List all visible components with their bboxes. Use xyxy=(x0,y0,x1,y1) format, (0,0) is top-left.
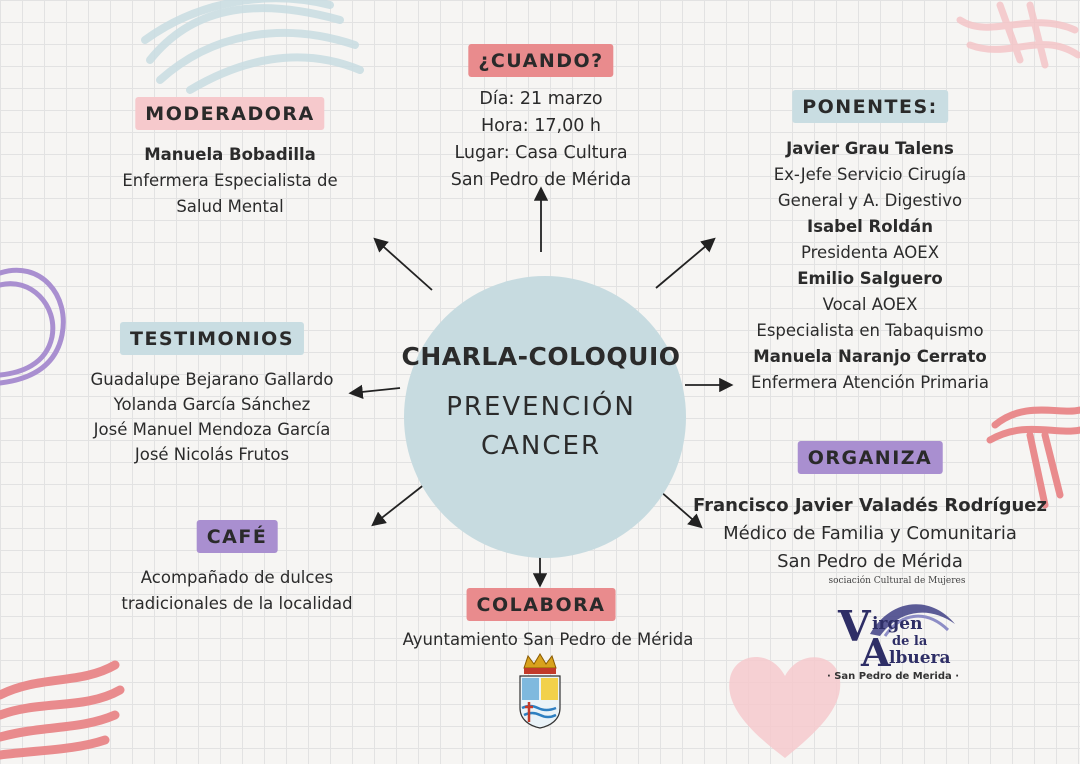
cuando-line: Hora: 17,00 h xyxy=(480,116,601,136)
logo-swoosh-icon xyxy=(870,604,955,637)
logo-lbuera-text: lbuera xyxy=(889,648,951,668)
red-scribble-right xyxy=(986,406,1080,509)
blue-scribble-decoration xyxy=(141,0,364,94)
red-scribble-bottom-left xyxy=(0,660,125,760)
ponente-name: Manuela Naranjo Cerrato xyxy=(753,347,987,366)
event-title: CHARLA-COLOQUIO xyxy=(401,342,681,371)
logo-a-letter: A xyxy=(861,630,891,675)
organiza-label: ORGANIZA xyxy=(797,441,943,474)
purple-scribble-left xyxy=(0,267,66,386)
heart-icon xyxy=(729,657,841,758)
logo-de-la-text: de la xyxy=(892,634,928,649)
testimonios-label: TESTIMONIOS xyxy=(119,322,305,355)
ponentes-label: PONENTES: xyxy=(792,90,948,123)
ponente-role: General y A. Digestivo xyxy=(777,191,963,210)
event-subtitle-line1: PREVENCIÓN xyxy=(446,392,636,422)
moderadora-label: MODERADORA xyxy=(135,97,325,130)
ponente-role: Ex-Jefe Servicio Cirugía xyxy=(773,165,967,184)
logo-place-text: · San Pedro de Merida · xyxy=(826,671,960,682)
colabora-label: COLABORA xyxy=(466,588,616,621)
moderadora-line: Enfermera Especialista de xyxy=(122,171,338,190)
organiza-name: Francisco Javier Valadés Rodríguez xyxy=(693,495,1047,516)
cuando-label: ¿CUANDO? xyxy=(468,44,614,77)
testimonio-name: Guadalupe Bejarano Gallardo xyxy=(90,370,334,389)
center-circle xyxy=(404,276,686,558)
coat-of-arms-icon xyxy=(519,653,561,729)
moderadora-line: Salud Mental xyxy=(176,197,284,216)
testimonio-name: José Nicolás Frutos xyxy=(134,445,290,464)
cafe-label: CAFÉ xyxy=(196,520,278,553)
ponente-name: Emilio Salguero xyxy=(797,269,943,288)
organiza-line: Médico de Familia y Comunitaria xyxy=(723,523,1017,544)
ponente-role: Especialista en Tabaquismo xyxy=(756,321,984,340)
colabora-text: Ayuntamiento San Pedro de Mérida xyxy=(402,630,694,649)
cafe-line: tradicionales de la localidad xyxy=(121,594,353,613)
cuando-line: Día: 21 marzo xyxy=(479,89,603,109)
logo-v-letter: V xyxy=(838,602,871,651)
cuando-details: Día: 21 marzo Hora: 17,00 h Lugar: Casa … xyxy=(451,86,632,194)
moderadora-name: Manuela Bobadilla xyxy=(144,145,316,164)
testimonio-name: Yolanda García Sánchez xyxy=(113,395,311,414)
moderadora-details: Manuela Bobadilla Enfermera Especialista… xyxy=(122,142,337,220)
pink-scribble-top-right xyxy=(956,1,1080,69)
ponente-name: Isabel Roldán xyxy=(807,217,933,236)
testimonios-list: Guadalupe Bejarano Gallardo Yolanda Garc… xyxy=(91,367,334,467)
logo-caption: sociación Cultural de Mujeres xyxy=(828,576,966,586)
ponente-role: Vocal AOEX xyxy=(822,295,918,314)
organiza-details: Francisco Javier Valadés Rodríguez Médic… xyxy=(693,492,1047,576)
ponente-role: Enfermera Atención Primaria xyxy=(751,373,989,392)
ponente-role: Presidenta AOEX xyxy=(800,243,940,262)
cafe-details: Acompañado de dulces tradicionales de la… xyxy=(121,565,352,617)
logo-irgen-text: irgen xyxy=(872,614,923,634)
ponentes-details: Javier Grau Talens Ex-Jefe Servicio Ciru… xyxy=(751,136,989,396)
cuando-line: Lugar: Casa Cultura xyxy=(454,143,628,163)
ponente-name: Javier Grau Talens xyxy=(786,139,954,158)
cuando-line: San Pedro de Mérida xyxy=(450,170,632,190)
testimonio-name: José Manuel Mendoza García xyxy=(93,420,331,439)
organiza-line: San Pedro de Mérida xyxy=(777,551,963,572)
cafe-line: Acompañado de dulces xyxy=(140,568,334,587)
event-subtitle-line2: CANCER xyxy=(480,431,602,461)
